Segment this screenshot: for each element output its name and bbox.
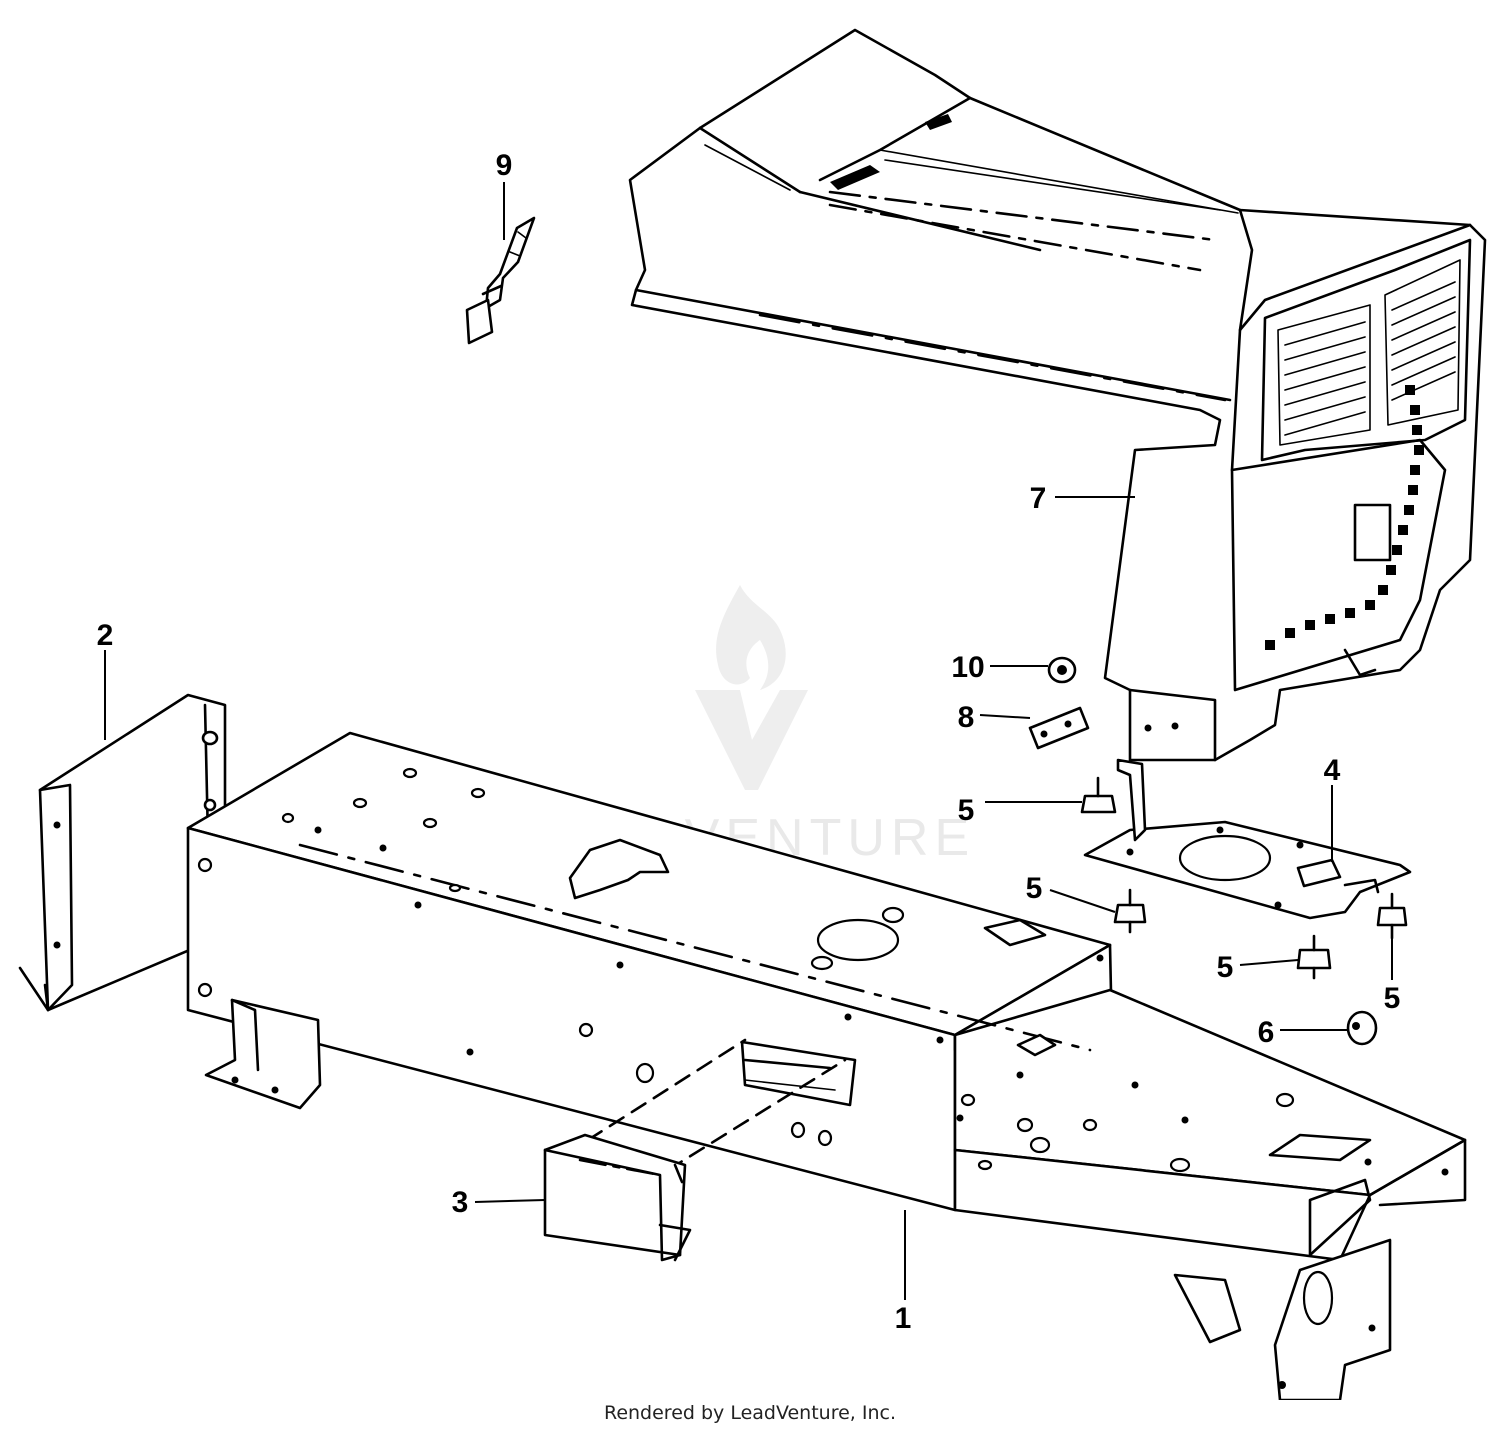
callout-labels: 1 2 3 4 5 5 5 5 6 7 8 9 10 (97, 149, 1401, 1335)
part-1-frame (186, 731, 1467, 1400)
part-8-plate (1028, 706, 1090, 750)
callout-5a: 5 (958, 794, 975, 827)
callout-3: 3 (452, 1186, 469, 1219)
callout-6: 6 (1258, 1016, 1275, 1049)
assembly-line-b (666, 1058, 847, 1172)
grille-slats (1284, 281, 1456, 436)
callout-1: 1 (895, 1302, 912, 1335)
part-10-grommet (1047, 656, 1077, 684)
callout-5b: 5 (1026, 872, 1043, 905)
part-9-bracket (465, 216, 536, 345)
footer-credit: Rendered by LeadVenture, Inc. (603, 1402, 897, 1424)
callout-2: 2 (97, 619, 114, 652)
callout-9: 9 (496, 149, 513, 182)
v-logo-icon (695, 690, 808, 790)
part-2-panel (18, 693, 227, 1012)
part-5-isolators (1080, 776, 1408, 980)
callout-5d: 5 (1384, 982, 1401, 1015)
part-6-spacer (1346, 1010, 1378, 1046)
part-3-cover (543, 1133, 692, 1262)
callout-5c: 5 (1217, 951, 1234, 984)
part-4-plate (1083, 758, 1412, 920)
callout-8: 8 (958, 701, 975, 734)
vent-holes (1265, 385, 1424, 650)
parts-diagram: LEADVENTURE (18, 28, 1487, 1400)
callout-4: 4 (1324, 754, 1341, 787)
part-7-hood (628, 28, 1487, 762)
flame-logo-icon (716, 585, 786, 690)
leader-lines (104, 182, 1393, 1300)
callout-7: 7 (1030, 482, 1047, 515)
callout-10: 10 (951, 651, 984, 684)
assembly-line-a (586, 1038, 747, 1142)
